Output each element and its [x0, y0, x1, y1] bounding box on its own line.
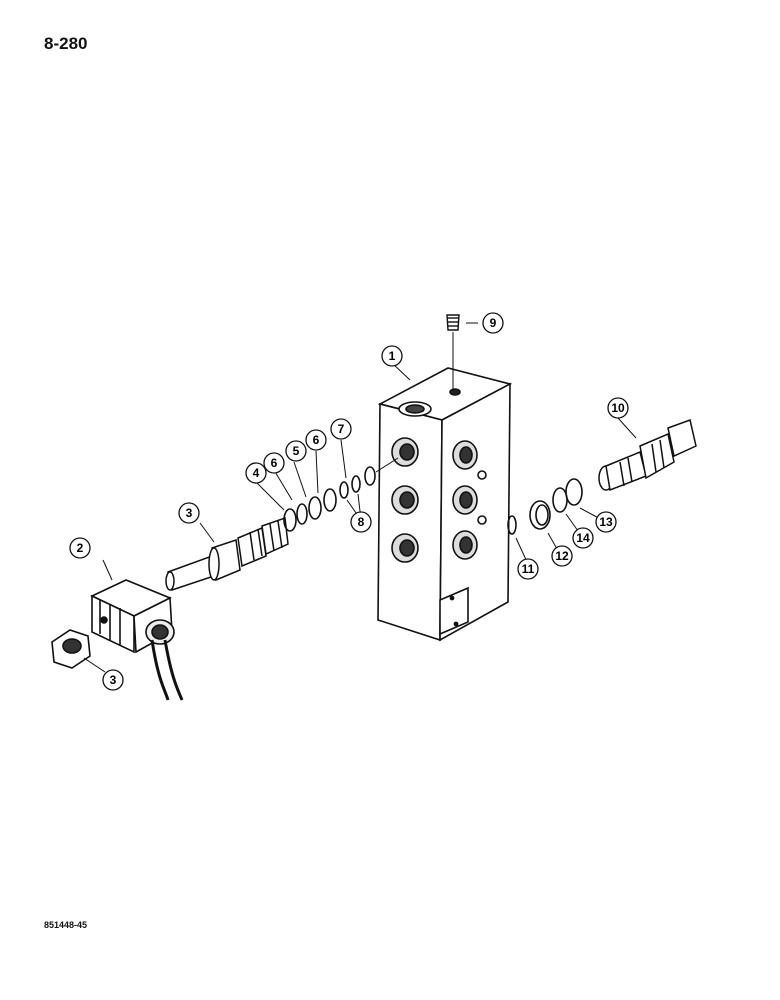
callout-label: 14 — [576, 531, 590, 545]
callout-8-9: 8 — [350, 511, 372, 533]
relief-valve-cartridge — [598, 419, 697, 492]
callout-label: 6 — [271, 456, 278, 470]
callout-circle — [350, 511, 372, 533]
callout-circle — [69, 537, 91, 559]
callout-3-2: 3 — [178, 502, 200, 524]
callout-circle — [595, 511, 617, 533]
callout-label: 3 — [186, 506, 193, 520]
callout-label: 1 — [389, 349, 396, 363]
callout-circle — [551, 545, 573, 567]
callout-label: 9 — [490, 316, 497, 330]
figure-code: 851448-45 — [44, 920, 88, 930]
callout-label: 7 — [338, 422, 345, 436]
valve-body — [377, 367, 513, 642]
callout-6-6: 6 — [263, 452, 285, 474]
callout-4-4: 4 — [245, 462, 267, 484]
solenoid-cartridge — [165, 516, 289, 591]
callout-circle — [305, 429, 327, 451]
callout-label: 12 — [555, 549, 569, 563]
callout-circle — [607, 397, 629, 419]
callout-label: 10 — [611, 401, 625, 415]
callout-12-13: 12 — [551, 545, 573, 567]
callout-label: 3 — [110, 673, 117, 687]
callout-6-7: 6 — [305, 429, 327, 451]
callout-circle — [330, 418, 352, 440]
callout-label: 6 — [313, 433, 320, 447]
callout-circle — [572, 527, 594, 549]
callout-label: 5 — [293, 444, 300, 458]
callout-13-14: 13 — [595, 511, 617, 533]
nut — [51, 629, 91, 669]
callout-2-1: 2 — [69, 537, 91, 559]
callout-circle — [381, 345, 403, 367]
callout-circle — [102, 669, 124, 691]
callout-label: 8 — [358, 515, 365, 529]
callout-11-12: 11 — [517, 558, 539, 580]
callout-circle — [178, 502, 200, 524]
callout-1-0: 1 — [381, 345, 403, 367]
page-number: 8-280 — [44, 34, 88, 53]
callout-circle — [517, 558, 539, 580]
solenoid-coil — [90, 579, 184, 701]
callout-label: 13 — [599, 515, 613, 529]
callout-circle — [285, 440, 307, 462]
callout-5-5: 5 — [285, 440, 307, 462]
callout-3-3: 3 — [102, 669, 124, 691]
callout-9-10: 9 — [482, 312, 504, 334]
callout-label: 4 — [253, 466, 260, 480]
callout-label: 2 — [77, 541, 84, 555]
callout-circle — [263, 452, 285, 474]
callout-10-11: 10 — [607, 397, 629, 419]
callout-7-8: 7 — [330, 418, 352, 440]
seal-rings — [283, 457, 399, 532]
plug — [446, 314, 460, 390]
callout-circle — [245, 462, 267, 484]
callout-label: 11 — [522, 562, 535, 576]
callout-circle — [482, 312, 504, 334]
right-side-seals — [507, 478, 583, 535]
callout-14-15: 14 — [572, 527, 594, 549]
